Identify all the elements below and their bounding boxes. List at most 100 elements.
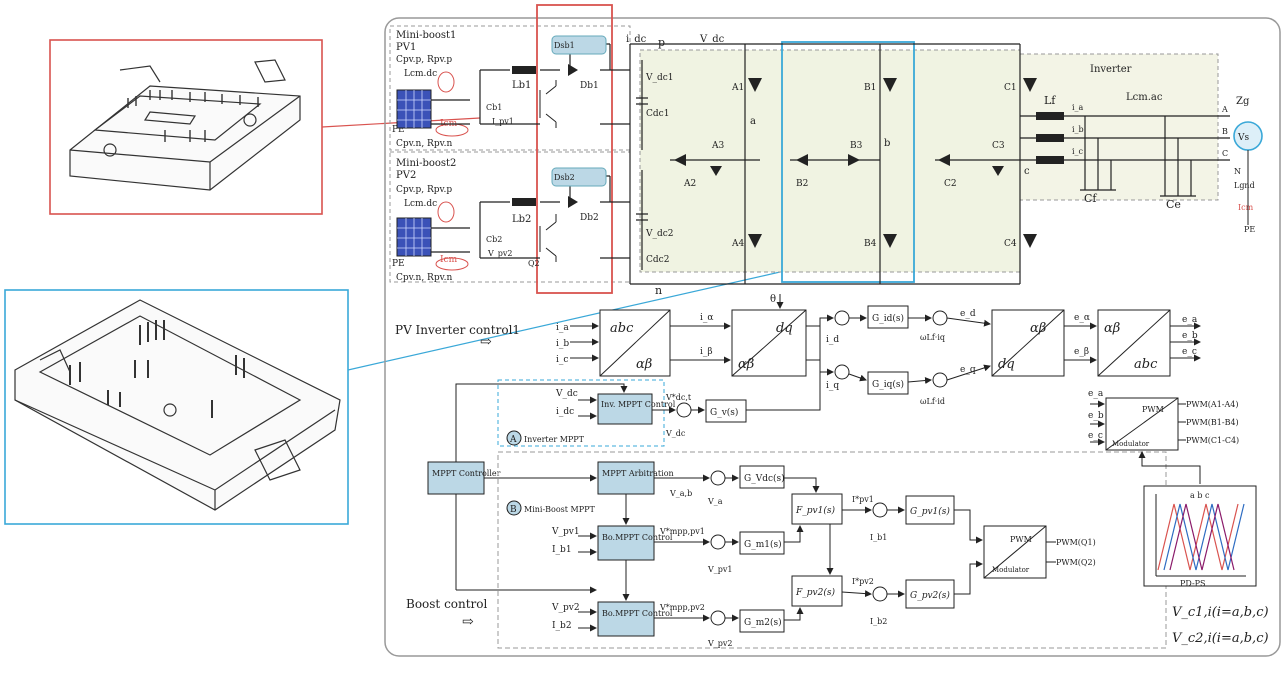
- switch-a3: A3: [711, 141, 724, 151]
- sum-q-out: [848, 373, 867, 382]
- gv-label: G_v(s): [710, 407, 738, 418]
- lf-b: [1036, 134, 1064, 142]
- v-eq1: V_c1,i(i=a,b,c): [1172, 605, 1269, 620]
- block-gvdc: [739, 465, 785, 489]
- boost-control-arrow: ⇨: [462, 614, 474, 630]
- gpv2-to-pwm: [954, 560, 983, 595]
- block-fpv2: [791, 575, 843, 607]
- switch-a2: A2: [683, 179, 696, 189]
- gpv1-label: G_pv1(s): [910, 506, 950, 517]
- pv-inverter-arrow: ⇨: [480, 334, 492, 350]
- arb-out-label: V_a,b: [669, 489, 692, 498]
- eabc-out-arrows: [1170, 322, 1201, 362]
- sum-vdc: [676, 402, 692, 418]
- id-arrow: [806, 314, 834, 327]
- inverter-title: Inverter: [1090, 64, 1132, 75]
- svg-text:a b c: a b c: [1190, 491, 1210, 500]
- ipv1-label: I_pv1: [492, 117, 514, 126]
- block-dq-ab: αβ dq: [991, 309, 1065, 377]
- pwm-inv-in-ec: e_c: [1088, 431, 1103, 441]
- dsb2-box: [551, 167, 607, 187]
- dsb1-box: [551, 35, 607, 55]
- diode-db2-label: Db2: [580, 213, 599, 223]
- gm2-to-fpv2: [784, 607, 804, 621]
- eq-arrow: [946, 364, 991, 381]
- cm-loop-2a: [437, 201, 455, 223]
- circle-b-label: B: [510, 505, 517, 515]
- e-alpha-label: e_α: [1074, 313, 1090, 323]
- mini-boost2-pv: PV2: [396, 170, 416, 181]
- svg-text:Modulator: Modulator: [992, 566, 1030, 574]
- svg-text:PWM: PWM: [1010, 535, 1032, 544]
- sum-q: [834, 364, 850, 380]
- grid-source-label: Vs: [1237, 133, 1249, 143]
- fpv2-label: F_pv2(s): [795, 587, 835, 598]
- vdc-fb-label: V_dc: [665, 429, 686, 438]
- sum-d2: [932, 310, 948, 326]
- lf-a: [1036, 112, 1064, 120]
- svg-text:αβ: αβ: [1104, 321, 1120, 336]
- neutral-label: N: [1234, 167, 1241, 176]
- wl-iq-label: ωLf·iq: [920, 333, 945, 342]
- cm-loop-2b: [435, 257, 469, 271]
- gm2-label: G_m2(s): [744, 617, 782, 628]
- node-b: b: [884, 138, 890, 149]
- mppt-arbitration: [597, 461, 655, 495]
- circle-a-label: A: [509, 435, 517, 445]
- fpv2-out: [841, 590, 872, 598]
- pv1-panel: [396, 89, 432, 129]
- ed-label: e_d: [960, 309, 976, 319]
- id-label: i_d: [826, 335, 839, 345]
- pe-ac-label: PE: [1244, 225, 1255, 234]
- cb2-label: Cb2: [486, 235, 502, 244]
- mini-boost2-title: Mini-boost2: [396, 158, 456, 169]
- e-alpha-beta-arrows: [1064, 322, 1097, 364]
- b-leg-highlight: [781, 41, 915, 283]
- circle-b: [506, 500, 522, 516]
- gpv2-label: G_pv2(s): [910, 590, 950, 601]
- inverter-switch-glyphs: [674, 78, 1037, 248]
- input-ia: i_a: [556, 323, 569, 333]
- block-ab-abc: αβ abc: [1097, 309, 1171, 377]
- mppt-controller: [427, 461, 485, 495]
- idc-label: i_dc: [626, 34, 647, 45]
- phase-a-label: A: [1221, 105, 1228, 114]
- inductor-lb1: [512, 66, 536, 74]
- ib-label: i_b: [1072, 125, 1084, 134]
- switch-c4: C4: [1004, 239, 1017, 249]
- cb1-label: Cb1: [486, 103, 502, 112]
- sum-q2: [932, 372, 948, 388]
- bo-mppt1: [597, 525, 655, 561]
- boost-switch-highlight: [536, 4, 613, 294]
- switch-a4: A4: [731, 239, 744, 249]
- mini-boost2-pe: PE: [392, 259, 405, 269]
- ia-label: i_a: [1072, 103, 1084, 112]
- gm1-to-fpv1: [784, 525, 804, 543]
- lf-c: [1036, 156, 1064, 164]
- pwm-inv-in-eb: e_b: [1088, 411, 1104, 421]
- block-gpv1: [905, 495, 955, 525]
- alpha-beta-arrows: [670, 322, 731, 364]
- node-n-label: n: [655, 284, 662, 297]
- block-fpv1: [791, 493, 843, 525]
- pwm-inv-in-arrows: [1090, 400, 1105, 446]
- vdc1-label: V_dc1: [645, 73, 674, 83]
- ic-label: i_c: [1072, 147, 1084, 156]
- gpv1-to-pwm: [954, 509, 983, 544]
- switch-b3: B3: [850, 141, 863, 151]
- bo2-in-ib: I_b2: [552, 621, 572, 631]
- svg-text:PWM: PWM: [1142, 405, 1164, 414]
- sum-i1: [872, 502, 888, 518]
- legend-a-label: Inverter MPPT: [524, 435, 585, 444]
- v-eq2: V_c2,i(i=a,b,c): [1172, 631, 1269, 646]
- switch-b2: B2: [796, 179, 808, 189]
- switch-q2-label: Q2: [528, 259, 540, 268]
- bo1-ref-label: V*mpp,pv1: [659, 527, 705, 536]
- vpv1-fb-label: V_pv1: [707, 565, 733, 574]
- mini-boost1-pe: PE: [392, 125, 405, 135]
- pwm-q2-label: PWM(Q2): [1056, 558, 1096, 567]
- pv-inverter-control-label: PV Inverter control1: [395, 323, 520, 337]
- block-gv: [705, 399, 747, 423]
- legend-b-label: Mini-Boost MPPT: [524, 505, 595, 514]
